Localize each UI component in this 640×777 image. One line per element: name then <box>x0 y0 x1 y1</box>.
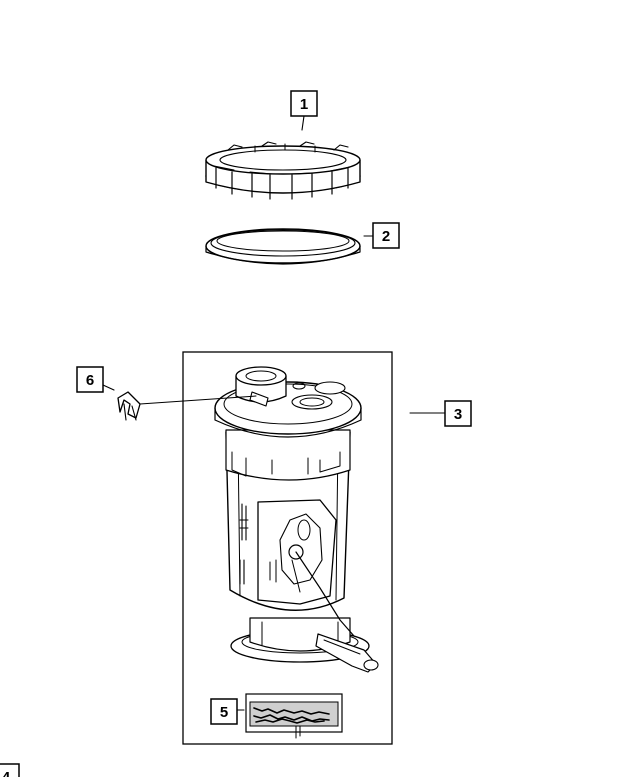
callout-3: 3 <box>444 400 472 427</box>
inlet-filter-part <box>245 693 343 739</box>
svg-text:2: 2 <box>382 228 390 245</box>
svg-text:6: 6 <box>86 372 94 389</box>
leader-line-1 <box>301 115 305 131</box>
callout-6: 6 <box>76 366 104 393</box>
callout-1: 1 <box>290 90 318 117</box>
callout-2: 2 <box>372 222 400 249</box>
leader-line-6 <box>102 384 115 391</box>
retainer-clip-part <box>117 391 257 421</box>
callout-5: 5 <box>210 698 238 725</box>
callout-4: 4 <box>0 763 20 777</box>
svg-text:3: 3 <box>454 406 462 423</box>
svg-text:5: 5 <box>220 704 228 721</box>
module-box <box>182 351 393 745</box>
fuel-pump-module-part <box>214 366 379 673</box>
lock-ring-part <box>205 141 361 200</box>
svg-text:1: 1 <box>300 96 308 113</box>
seal-part <box>205 228 361 265</box>
svg-text:4: 4 <box>2 769 11 777</box>
